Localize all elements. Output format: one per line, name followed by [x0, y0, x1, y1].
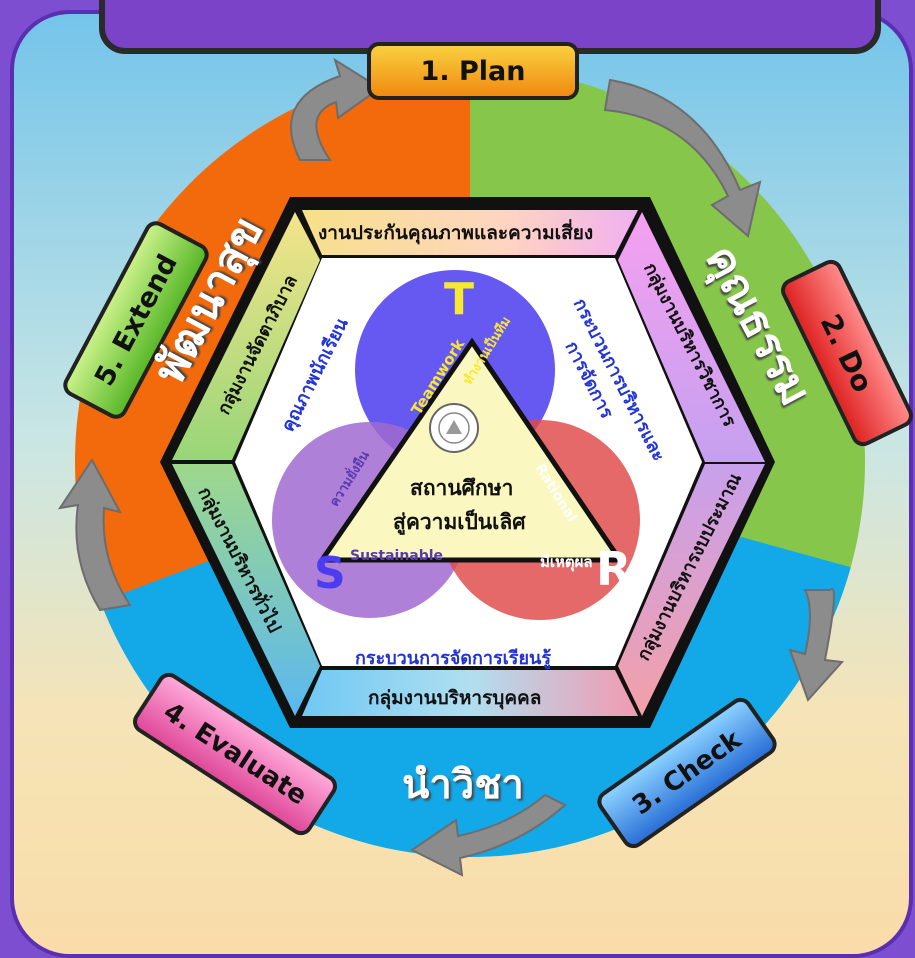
- hex-side-bottom-left: [172, 464, 320, 716]
- arrow-top-left-icon: [290, 57, 382, 161]
- diagram-canvas: [57, 57, 865, 877]
- venn-letter-s: S: [314, 548, 346, 599]
- center-triangle: [317, 337, 625, 563]
- hex-label-bottom: กลุ่มงานบริหารบุคคล: [368, 687, 542, 709]
- hex-side-bottom: [302, 670, 638, 716]
- step-plan-box: 1. Plan: [367, 42, 579, 100]
- hex-label-top: งานประกันคุณภาพและความเสี่ยง: [318, 222, 594, 244]
- venn-s-en: Sustainable: [350, 548, 444, 564]
- center-line-2: สู่ความเป็นเลิศ: [393, 510, 526, 534]
- hex-side-top: [302, 210, 638, 255]
- venn-letter-t: T: [444, 274, 475, 325]
- step-plan-label: 1. Plan: [420, 55, 526, 87]
- arrow-top-right-icon: [603, 78, 762, 238]
- arrow-bottom-icon: [410, 793, 567, 877]
- arrow-right-icon: [788, 587, 845, 702]
- hex-side-top-right: [618, 212, 765, 462]
- sector-label-academic: นำวิชา: [402, 762, 524, 808]
- hex-side-bottom-right: [618, 464, 765, 716]
- venn-r-thai: มีเหตุผล: [540, 553, 593, 571]
- venn-letter-r: R: [596, 542, 632, 596]
- cycle-arrows: [57, 57, 845, 877]
- arrow-left-icon: [57, 458, 132, 612]
- hex-side-top-left: [172, 212, 320, 460]
- inner-text-learning: กระบวนการจัดการเรียนรู้: [355, 648, 551, 669]
- center-line-1: สถานศึกษา: [410, 476, 514, 500]
